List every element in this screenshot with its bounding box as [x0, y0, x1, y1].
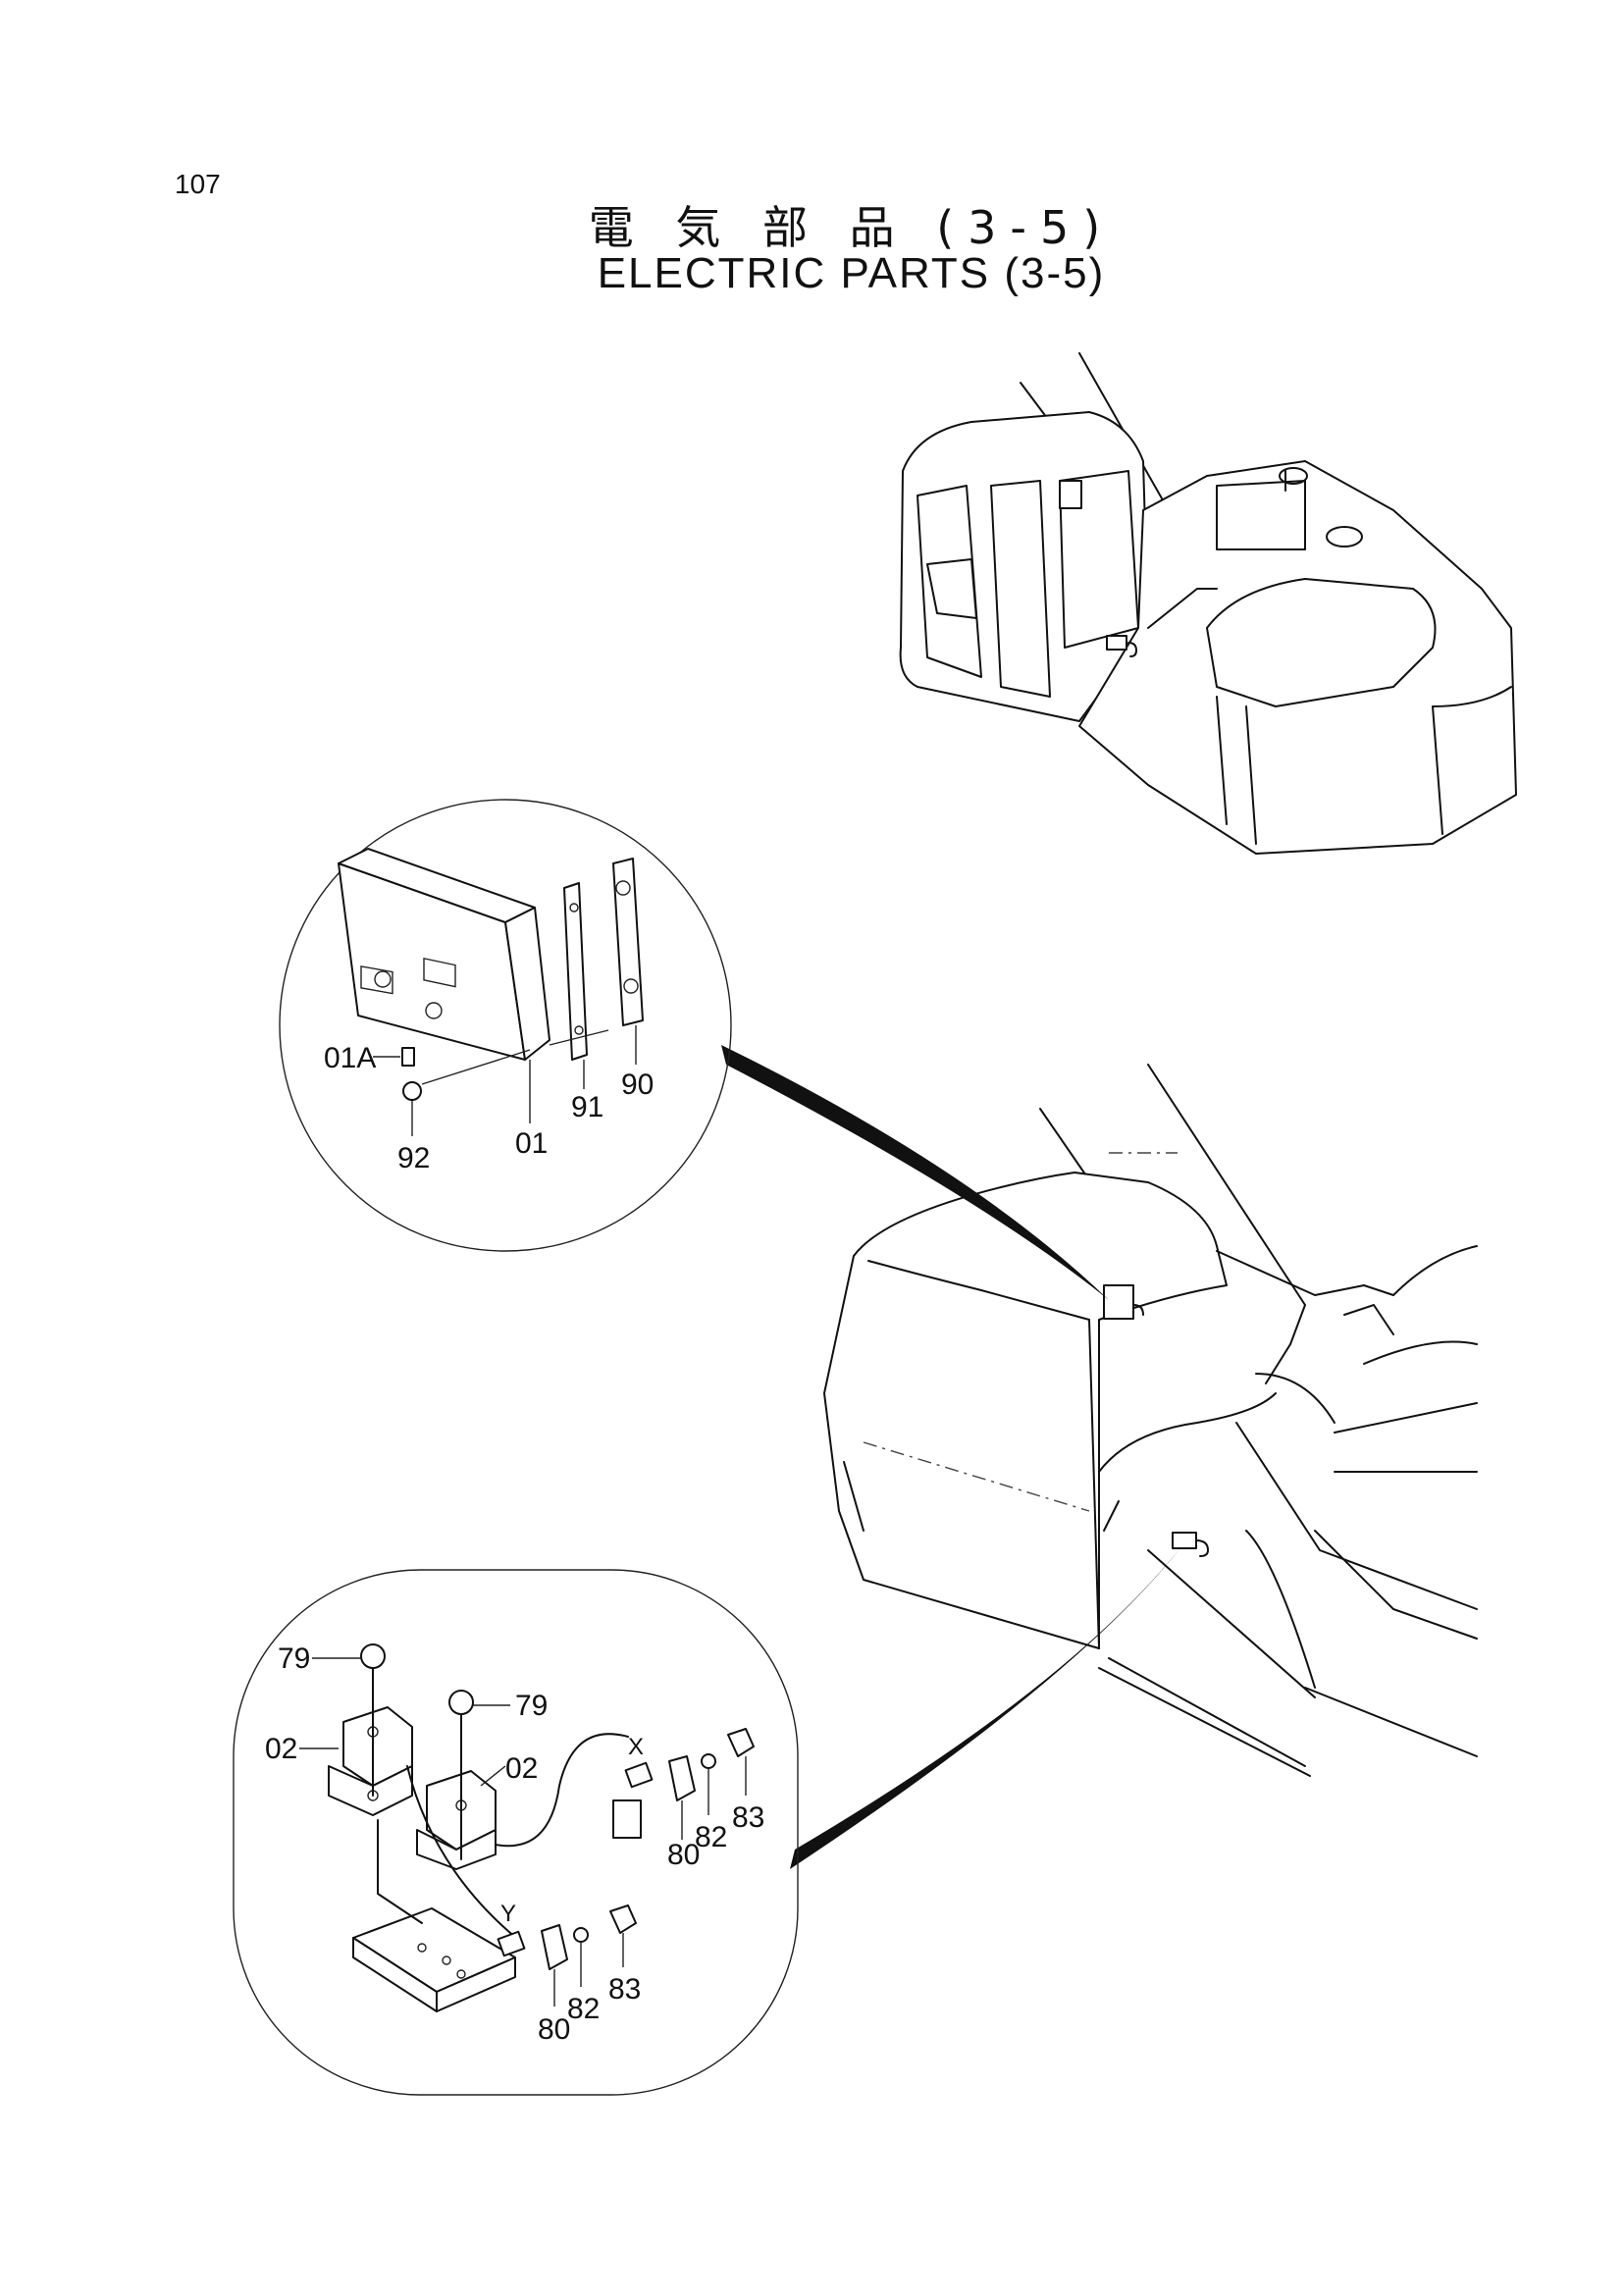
label-79-right: 79 [515, 1690, 548, 1722]
label-02-left: 02 [265, 1733, 297, 1765]
overview-small-part [1106, 635, 1127, 651]
label-y: Y [500, 1901, 516, 1927]
label-82-upper: 82 [695, 1821, 727, 1853]
detail-rounded-lower: 79 79 02 02 X Y 83 82 80 83 82 80 [233, 1569, 799, 2096]
excavator-cab-illustration [823, 1064, 1478, 1777]
label-x: X [628, 1734, 644, 1760]
label-01: 01 [515, 1127, 548, 1160]
title-japanese: 電 気 部 品 (3-5) [588, 201, 1115, 254]
cab-top-component [1103, 1284, 1134, 1320]
title-english: ELECTRIC PARTS (3-5) [597, 249, 1106, 297]
label-90: 90 [621, 1069, 654, 1101]
label-83-upper: 83 [732, 1801, 764, 1834]
excavator-overview-illustration [899, 352, 1517, 855]
label-83-lower: 83 [608, 1973, 641, 2006]
label-92: 92 [397, 1142, 430, 1174]
leader-band-upper [721, 1045, 1109, 1300]
overview-component-marker [1059, 480, 1082, 509]
leader-band-lower [790, 1545, 1182, 1869]
label-80-lower: 80 [538, 2013, 570, 2046]
detail-circle-upper: 01A 92 01 91 90 [279, 799, 732, 1252]
label-80-upper: 80 [667, 1839, 700, 1871]
page-number: 107 [175, 169, 221, 199]
label-01a: 01A [324, 1042, 376, 1074]
label-82-lower: 82 [567, 1993, 600, 2025]
body-small-component [1172, 1532, 1197, 1549]
label-91: 91 [571, 1091, 603, 1123]
label-02-right: 02 [505, 1752, 538, 1785]
label-79-left: 79 [278, 1642, 310, 1675]
